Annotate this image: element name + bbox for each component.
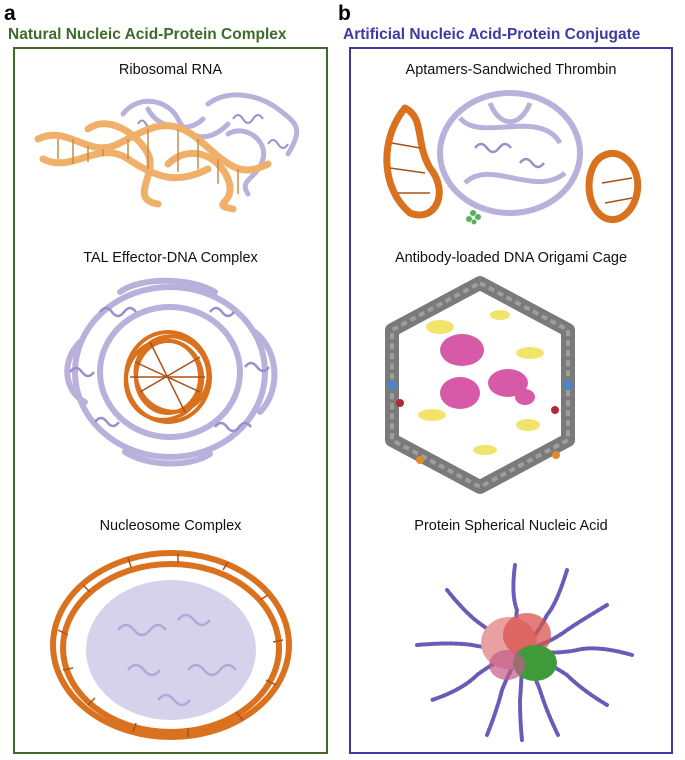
tal-effector-structure [40, 272, 302, 472]
panel-a-frame [13, 47, 328, 754]
panel-b-frame [349, 47, 673, 754]
tal-effector-label: TAL Effector-DNA Complex [83, 250, 258, 266]
origami-cage-label: Antibody-loaded DNA Origami Cage [394, 250, 628, 266]
origami-cage-structure [380, 275, 580, 495]
panel-a-title: Natural Nucleic Acid-Protein Complex [8, 26, 287, 43]
thrombin-structure [370, 88, 655, 233]
panel-b-letter: b [338, 2, 351, 25]
nucleosome-structure [38, 540, 304, 745]
ribosomal-rna-structure [28, 84, 313, 214]
nucleosome-label: Nucleosome Complex [99, 518, 242, 534]
protein-sna-label: Protein Spherical Nucleic Acid [414, 518, 608, 534]
panel-b-title: Artificial Nucleic Acid-Protein Conjugat… [343, 26, 641, 43]
panel-a-letter: a [4, 2, 16, 25]
thrombin-label: Aptamers-Sandwiched Thrombin [405, 62, 617, 78]
protein-sna-structure [397, 555, 647, 745]
ribosomal-rna-label: Ribosomal RNA [118, 62, 223, 78]
